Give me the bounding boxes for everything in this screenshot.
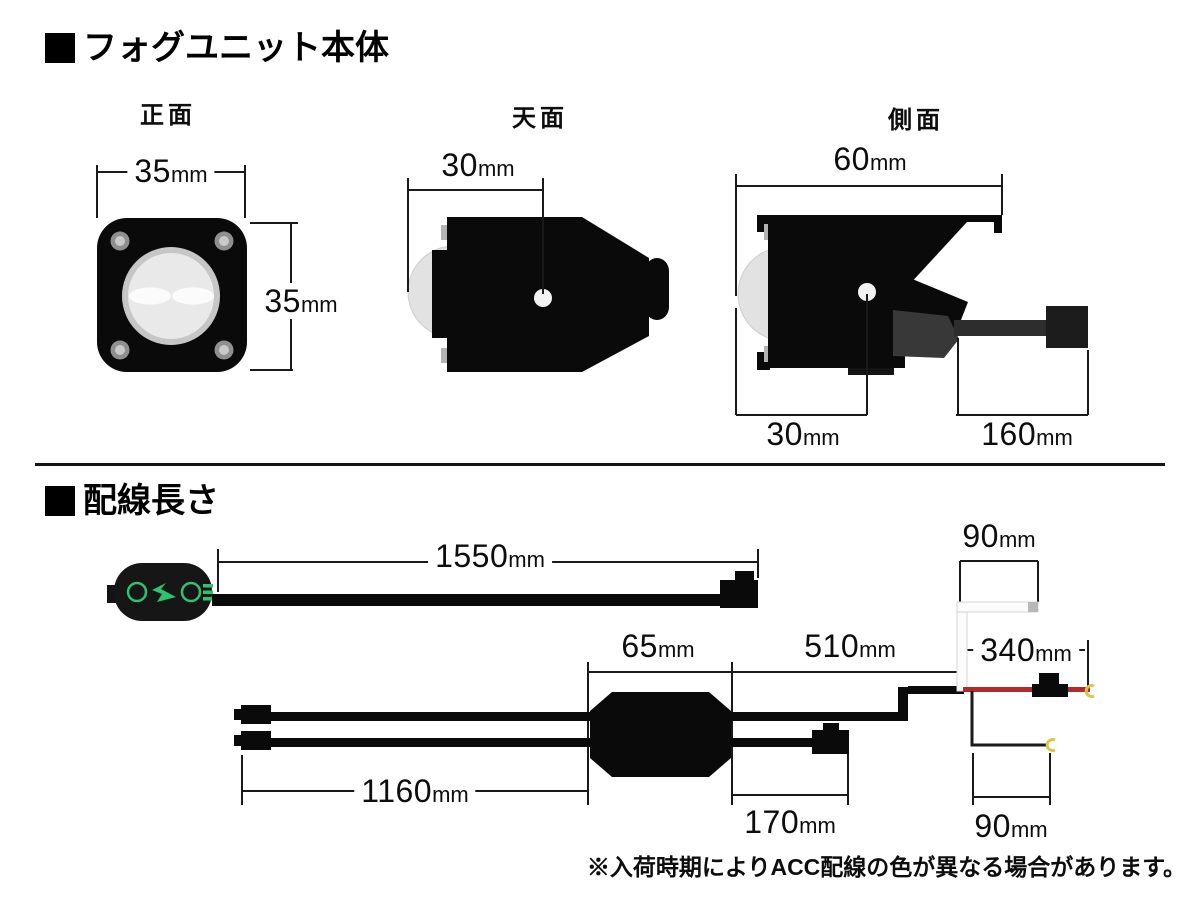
dim-front-height: 35mm [257,283,345,319]
tail-connector-latch [823,723,839,731]
section-divider [35,463,1165,466]
ground-black-wire [970,691,1046,747]
dim-side-cable: 160mm [974,416,1080,452]
white-wire-tip [1028,602,1038,612]
top-body-cone [582,217,649,372]
center-marker [858,283,876,301]
fuse-holder [1032,684,1068,697]
lightning-bolt-icon [152,583,176,602]
dim-switch-cable: 1550mm [428,538,552,574]
side-cable [954,320,1048,336]
center-marker [534,289,552,307]
main-cable-lower [271,738,590,747]
section-title-unit: フォグユニット本体 [45,31,389,65]
dim-fuse-cable: 340mm [973,632,1079,668]
top-rear-knob [645,258,669,320]
top-lens-bezel [432,250,448,338]
view-label-top: 天面 [512,105,568,132]
dim-main-cable: 1160mm [354,773,476,809]
mount-tab [764,346,771,362]
main-harness-drawing [234,560,1095,805]
illumination-white-wire-run [956,601,1039,613]
dim-acc-cable: 510mm [797,628,903,664]
view-label-front: 正面 [140,102,196,129]
mount-tab [441,225,448,240]
acc-color-note: ※入荷時期によりACC配線の色が異なる場合があります。 [586,854,1186,880]
tail-connector [812,730,849,754]
mount-tab [764,224,771,240]
section-title-unit-text: フォグユニット本体 [83,29,389,67]
fog-unit-connector [241,705,271,724]
acc-red-wire [963,687,1090,692]
illumination-white-wire [956,606,968,692]
top-view-drawing [407,178,669,372]
fuse-holder-top [1039,673,1059,684]
bolt-icon [214,231,234,251]
side-bottom-step [848,368,894,375]
top-body [447,217,582,372]
bolt-icon [110,340,130,360]
branch-bottom-dimension-lines [972,753,1051,805]
section-bullet-icon [45,486,75,516]
bolt-icon [214,340,234,360]
controller-dimension-lines [588,662,957,805]
switch-cable-connector [720,580,758,608]
mount-tab [441,348,448,363]
side-view-drawing [735,174,1089,416]
side-cable-connector [1046,306,1088,348]
fog-unit-connector [241,731,271,750]
fog-connector-pin [234,735,241,746]
top-width-dimension-lines [407,178,544,294]
connector-pins-icon [203,584,213,601]
beam-ring-icon [180,581,202,603]
main-cable-upper [271,712,590,721]
side-bottom-dimension-lines [736,294,1089,416]
acc-branch-cable-upper [908,686,964,694]
side-body [768,222,905,368]
dim-branch-bottom: 90mm [967,808,1055,844]
switch-cable [212,594,722,606]
section-bullet-icon [45,33,75,63]
power-ring-icon [126,581,148,603]
branch-top-dimension-lines [959,560,1039,602]
dim-branch-top: 90mm [955,518,1043,554]
dim-controller: 65mm [614,628,702,664]
dim-front-width: 35mm [127,153,215,189]
side-rear-housing [893,310,959,358]
dim-side-lens-offset: 30mm [759,416,847,452]
section-title-wiring-text: 配線長さ [83,482,219,520]
acc-branch-cable-step [898,687,908,721]
bolt-icon [110,231,130,251]
dim-connector-tail: 170mm [737,804,843,840]
ring-terminal-icon [1084,684,1095,698]
switch-harness-drawing [107,549,759,621]
front-view-drawing [96,165,298,372]
front-lens [122,247,220,345]
side-width-dimension-lines [735,174,1003,415]
switch-cable-connector-latch [735,571,754,581]
view-label-side: 側面 [888,107,944,134]
dim-top-width: 30mm [434,147,522,183]
ring-terminal-icon [1045,738,1056,752]
acc-branch-cable [731,712,908,721]
section-title-wiring: 配線長さ [45,484,219,518]
switch-side-tab [107,585,116,603]
dim-side-width: 60mm [826,141,914,177]
fog-connector-pin [234,709,241,720]
side-mount-plate [757,215,1002,233]
controller-box [590,692,731,777]
connector-tail-cable [731,738,812,747]
side-body-cone [905,222,967,286]
